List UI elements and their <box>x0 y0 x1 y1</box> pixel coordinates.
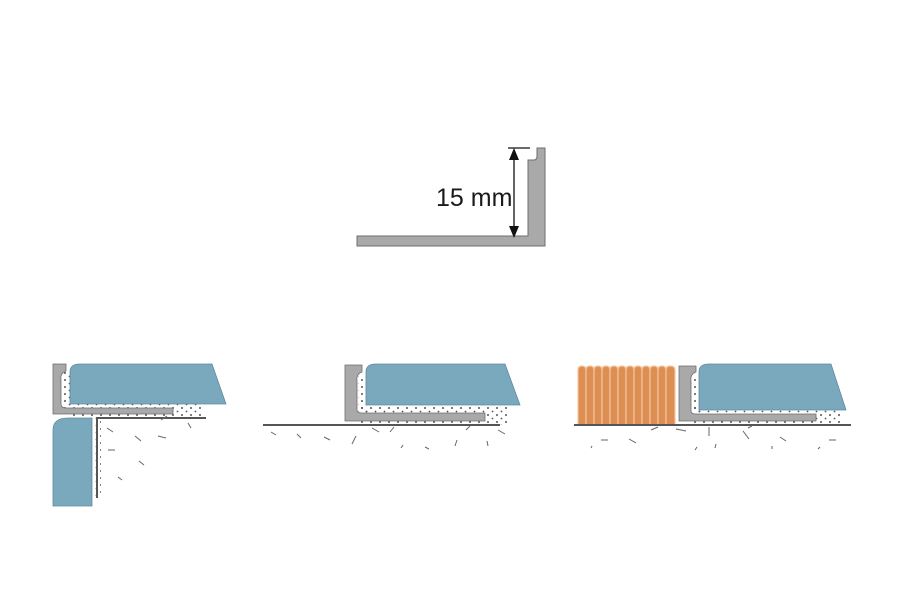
wood-floor <box>577 365 676 426</box>
view-floor-transition-wood <box>574 363 851 451</box>
dimension-arrow-icon <box>508 147 530 238</box>
view-floor-edge <box>263 363 521 450</box>
profile-cross-section: 15 mm <box>356 147 546 247</box>
view-wall-corner <box>52 363 227 507</box>
dimension-label: 15 mm <box>436 184 512 212</box>
